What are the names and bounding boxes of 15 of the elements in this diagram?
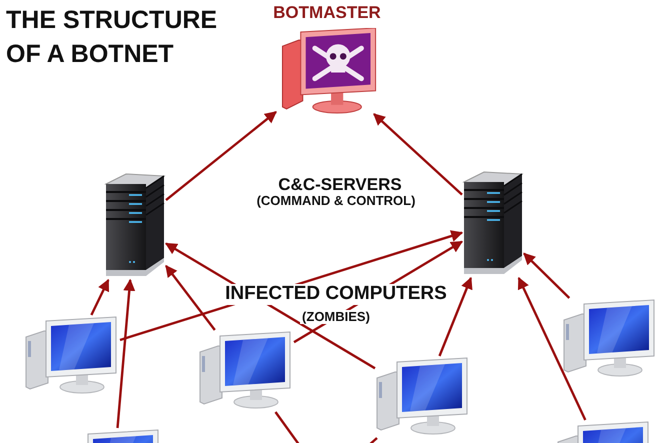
label-text: (COMMAND & CONTROL) [254,194,418,208]
arrow [518,276,586,420]
diagram-title: THE STRUCTURE OF A BOTNET [6,5,218,70]
arrow [165,110,277,202]
node-title: BOTMASTER [272,2,382,24]
arrow [523,252,570,299]
arrow [90,278,110,316]
arrow [165,264,216,331]
label-text: INFECTED COMPUTERS [223,284,449,305]
connector-line [367,437,378,443]
label-text: (ZOMBIES) [300,310,372,324]
arrow [116,278,136,428]
connector-line [274,411,301,443]
arrow [373,113,463,196]
arrow [438,276,472,356]
